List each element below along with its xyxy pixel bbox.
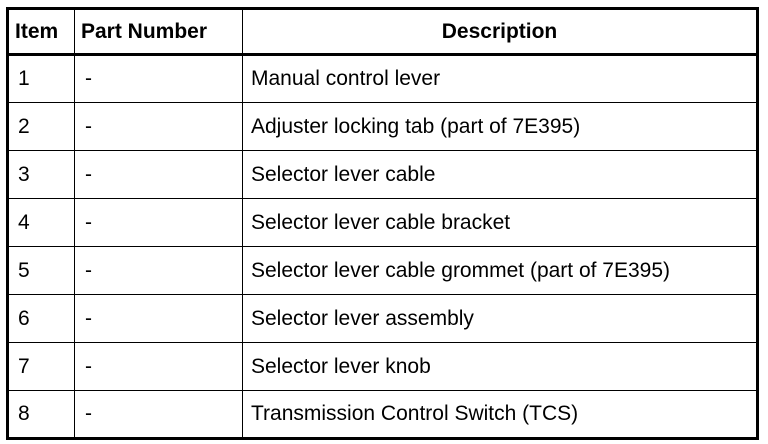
cell-part-number: - [74,198,243,247]
cell-part-number: - [74,390,243,439]
cell-part-number: - [74,102,243,151]
cell-part-number: - [74,342,243,391]
cell-description: Selector lever knob [242,342,758,391]
cell-item: 6 [7,294,75,343]
header-part-number: Part Number [74,8,243,55]
header-row: Item Part Number Description [7,8,758,55]
cell-description: Selector lever cable grommet (part of 7E… [242,246,758,295]
table-header: Item Part Number Description [7,8,758,55]
header-item: Item [7,8,75,55]
parts-table: Item Part Number Description 1 - Manual … [6,7,759,440]
cell-item: 3 [7,150,75,199]
table-row: 5 - Selector lever cable grommet (part o… [7,246,758,295]
cell-part-number: - [74,294,243,343]
cell-description: Selector lever cable [242,150,758,199]
cell-item: 5 [7,246,75,295]
cell-item: 1 [7,54,75,103]
cell-part-number: - [74,246,243,295]
cell-item: 8 [7,390,75,439]
cell-description: Adjuster locking tab (part of 7E395) [242,102,758,151]
table-row: 6 - Selector lever assembly [7,294,758,343]
table-body: 1 - Manual control lever 2 - Adjuster lo… [7,54,758,439]
table-row: 2 - Adjuster locking tab (part of 7E395) [7,102,758,151]
table-row: 1 - Manual control lever [7,54,758,103]
cell-item: 2 [7,102,75,151]
cell-description: Selector lever cable bracket [242,198,758,247]
cell-part-number: - [74,54,243,103]
cell-item: 7 [7,342,75,391]
table-row: 4 - Selector lever cable bracket [7,198,758,247]
cell-item: 4 [7,198,75,247]
cell-description: Selector lever assembly [242,294,758,343]
cell-description: Transmission Control Switch (TCS) [242,390,758,439]
cell-part-number: - [74,150,243,199]
table-row: 7 - Selector lever knob [7,342,758,391]
table-row: 3 - Selector lever cable [7,150,758,199]
table-row: 8 - Transmission Control Switch (TCS) [7,390,758,439]
header-description: Description [242,8,758,55]
cell-description: Manual control lever [242,54,758,103]
